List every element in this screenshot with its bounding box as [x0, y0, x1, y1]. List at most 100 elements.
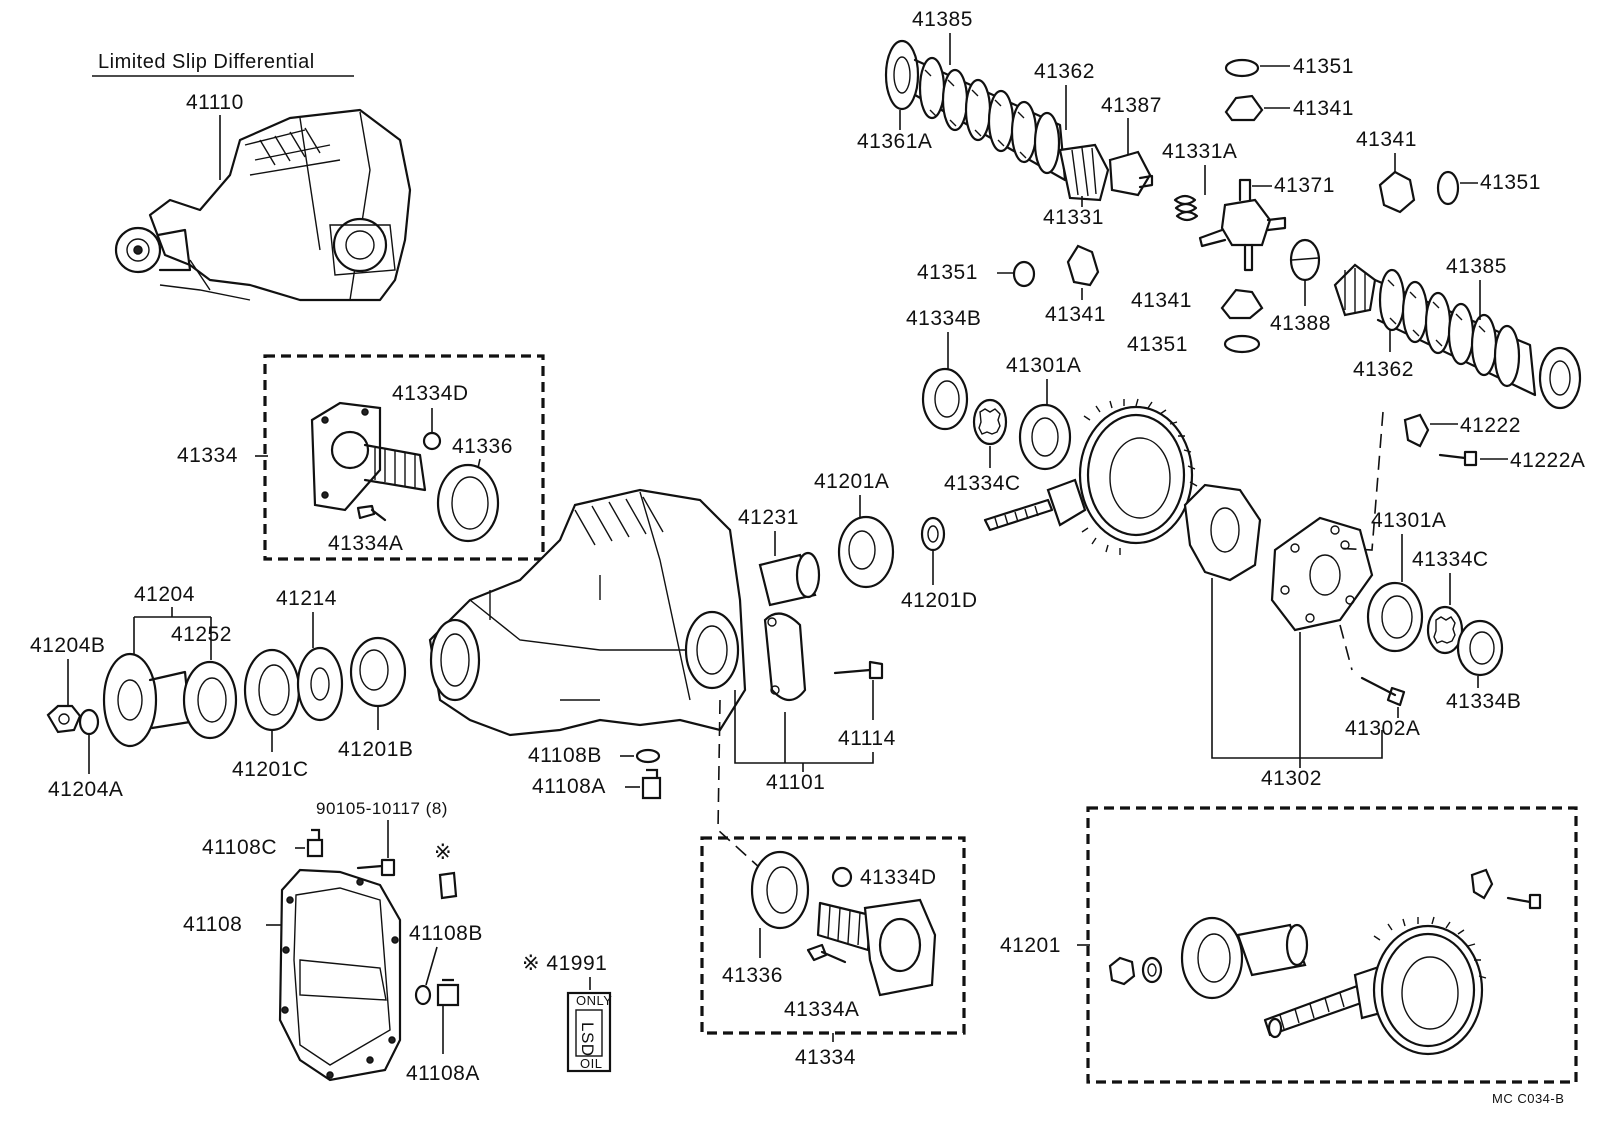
label-41385-right: 41385 [1446, 255, 1507, 278]
dashed-link-41222 [1334, 411, 1384, 551]
label-41385-top: 41385 [912, 8, 973, 31]
label-41351-c: 41351 [917, 261, 978, 284]
flange-shaft-41334-bottom [816, 898, 937, 997]
bearing-41201b [349, 636, 407, 708]
thrust-washer-41351-d [1223, 334, 1261, 354]
label-41387: 41387 [1101, 94, 1162, 117]
label-41214: 41214 [276, 587, 337, 610]
companion-flange-41204 [102, 652, 192, 748]
label-41101: 41101 [766, 771, 825, 794]
oil-slinger-41214 [296, 646, 344, 722]
label-41110: 41110 [186, 91, 244, 114]
label-41362-right: 41362 [1353, 358, 1414, 381]
pinion-gear-41341-c [1066, 244, 1100, 287]
label-41301a-right: 41301A [1371, 509, 1446, 532]
label-41222: 41222 [1460, 414, 1521, 437]
bolt-41114 [833, 660, 884, 680]
label-41204: 41204 [134, 583, 195, 606]
label-41334d-bottom: 41334D [860, 866, 937, 889]
label-41302a: 41302A [1345, 717, 1420, 740]
pinion-shaft-41371 [1198, 178, 1287, 272]
lsd-tag-middle: LSD [578, 1022, 597, 1057]
label-41334c-right: 41334C [1412, 548, 1489, 571]
box-41201 [1086, 806, 1578, 1084]
label-41108c: 41108C [202, 836, 277, 859]
lsd-tag-top: ONLY [576, 993, 612, 1008]
clutch-pack-right [1333, 263, 1582, 410]
bracket-41302 [1211, 578, 1383, 768]
oil-seal-41201c [243, 648, 301, 732]
bolt-41222a [1438, 450, 1478, 467]
label-41302: 41302 [1261, 767, 1322, 790]
bracket-41101 [734, 690, 874, 772]
label-bolt-90105: 90105-10117 (8) [316, 799, 448, 818]
label-star-41108: ※ [434, 841, 452, 864]
differential-carrier-41101 [428, 488, 747, 737]
dashed-link-41334 [717, 699, 761, 869]
leader-41336-left [477, 458, 481, 469]
breather-plug-41108c [306, 828, 324, 858]
label-41336-left: 41336 [452, 435, 513, 458]
lock-nut-hole [58, 713, 70, 725]
leader-41108b-bottom [425, 946, 438, 986]
pinion-gear-41341-a [1224, 94, 1264, 122]
label-41334a-bottom: 41334A [784, 998, 859, 1021]
lsd-tag-bottom: OIL [580, 1056, 602, 1071]
shim-41334b-right [1456, 619, 1504, 677]
plug-41108a-bottom [436, 978, 460, 1007]
bearing-41301a-top [1018, 403, 1072, 471]
differential-assembly-41110 [114, 108, 412, 302]
label-41341-a: 41341 [1293, 97, 1354, 120]
label-41388: 41388 [1270, 312, 1331, 335]
bolt-41334a-left [356, 504, 387, 522]
label-41334c-top: 41334C [944, 472, 1021, 495]
drive-pinion-and-ring-gear [983, 398, 1198, 555]
spacer-41231 [758, 551, 821, 607]
drawing-code: MC C034-B [1492, 1091, 1564, 1106]
label-41108a-middle: 41108A [532, 775, 606, 798]
nut-lock-41334c-top [972, 398, 1008, 446]
snap-ring-41334d-left [422, 431, 442, 451]
label-41114: 41114 [838, 727, 896, 750]
lock-plate-41222 [1403, 413, 1430, 448]
label-41331a: 41331A [1162, 140, 1237, 163]
lsd-oil-tag-41991: ONLY OIL LSD [566, 991, 612, 1073]
plug-41108a-middle [641, 768, 662, 800]
label-41341-b: 41341 [1356, 128, 1417, 151]
sealant-tag [438, 871, 458, 900]
lock-nut-41204b [46, 704, 82, 734]
diagram-title: Limited Slip Differential [98, 51, 315, 73]
gasket-41108b-middle [635, 748, 661, 764]
label-41341-d: 41341 [1131, 289, 1192, 312]
oil-seal-41336-left [436, 463, 500, 543]
bolt-41334a-bottom [806, 943, 847, 964]
label-41201b: 41201B [338, 738, 413, 761]
bolt-41302a [1360, 676, 1406, 707]
label-41331: 41331 [1043, 206, 1104, 229]
snap-ring-41334d-bottom [831, 866, 853, 888]
dashed-link-41302a [1339, 624, 1353, 671]
flange-41387 [1108, 150, 1154, 197]
shim-41334b-top [921, 367, 969, 431]
label-41362-top: 41362 [1034, 60, 1095, 83]
differential-case-41302 [1183, 483, 1374, 632]
plate-41388 [1289, 238, 1321, 282]
label-41108: 41108 [183, 913, 242, 936]
thrust-washer-41351-a [1224, 58, 1260, 78]
carrier-cover-41108 [278, 868, 402, 1082]
label-41201: 41201 [1000, 934, 1061, 957]
pinion-gear-41341-b [1378, 170, 1416, 214]
label-41222a: 41222A [1510, 449, 1585, 472]
bearing-cap-41101 [763, 612, 807, 702]
bracket-41204 [133, 607, 212, 665]
oil-seal-41336-bottom [750, 850, 810, 930]
label-41334-bottom: 41334 [795, 1046, 856, 1069]
label-41201c: 41201C [232, 758, 309, 781]
nut-lock-41334c-right [1426, 605, 1464, 655]
bearing-41301a-right [1366, 581, 1424, 653]
label-41334-left: 41334 [177, 444, 238, 467]
label-41341-c: 41341 [1045, 303, 1106, 326]
label-41334b-top: 41334B [906, 307, 981, 330]
ring-gear-pinion-kit-41201 [1108, 868, 1542, 1056]
